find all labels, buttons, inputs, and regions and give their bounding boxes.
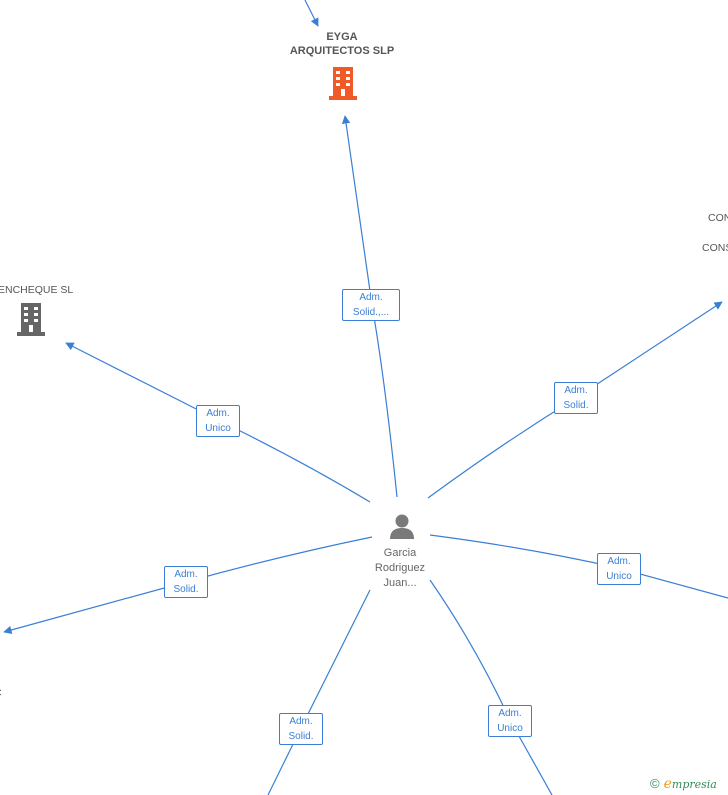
role-line: Unico [497,722,523,734]
role-label-right-top[interactable]: Adm. Solid. [554,382,598,414]
company-name-line: CONS [702,242,728,254]
role-line: Adm. [359,292,383,303]
person-icon[interactable] [388,512,416,540]
edge-bottom-left [267,589,371,795]
company-label-encheque[interactable]: ENCHEQUE SL [0,283,73,297]
role-line: Solid. [173,583,199,595]
edge-right-middle [429,534,728,599]
brand-logo[interactable]: ©empresia [650,776,717,792]
role-line: Adm. [289,716,313,727]
role-line: Adm. [206,408,230,419]
role-line: Adm. [174,569,198,580]
edge-bottom-right [429,579,553,795]
building-icon[interactable] [15,302,47,336]
edge-top-incoming [304,0,319,27]
role-label-right-middle[interactable]: Adm. Unico [597,553,641,585]
copyright-symbol: © [650,776,660,791]
role-label-left-bottom[interactable]: Adm. Solid. [164,566,208,598]
person-name[interactable]: Garcia Rodriguez Juan... [352,546,448,591]
company-name-line: ENCHEQUE SL [0,284,74,296]
company-name-line: ARQUITECTOS SLP [289,45,395,57]
building-icon[interactable] [327,66,359,100]
company-label-right-top[interactable]: CON [708,211,728,225]
role-line: Adm. [564,385,588,396]
role-label-bottom-right[interactable]: Adm. Unico [488,705,532,737]
person-name-line: Juan... [383,577,417,589]
company-name-line: CON [708,212,728,224]
brand-logo-e: e [663,776,672,792]
role-line: Unico [606,570,632,582]
brand-logo-text: mpresia [671,778,717,791]
role-line: Adm. [607,556,631,567]
role-label-bottom-left[interactable]: Adm. Solid. [279,713,323,745]
role-line: Adm. [498,708,522,719]
company-name-line: EYGA [326,31,358,43]
company-label-right-top-2[interactable]: CONS [702,241,728,255]
company-label-eyga[interactable]: EYGA ARQUITECTOS SLP [282,30,402,58]
company-name-line: C [0,687,2,699]
person-name-line: Garcia [383,547,417,559]
role-label-eyga[interactable]: Adm. Solid.,... [342,289,400,321]
role-line: Solid.,... [352,306,390,318]
company-label-left-partial[interactable]: C [0,686,2,700]
person-name-line: Rodriguez [374,562,426,574]
role-label-encheque[interactable]: Adm. Unico [196,405,240,437]
role-line: Unico [205,422,231,434]
role-line: Solid. [288,730,314,742]
role-line: Solid. [563,399,589,411]
